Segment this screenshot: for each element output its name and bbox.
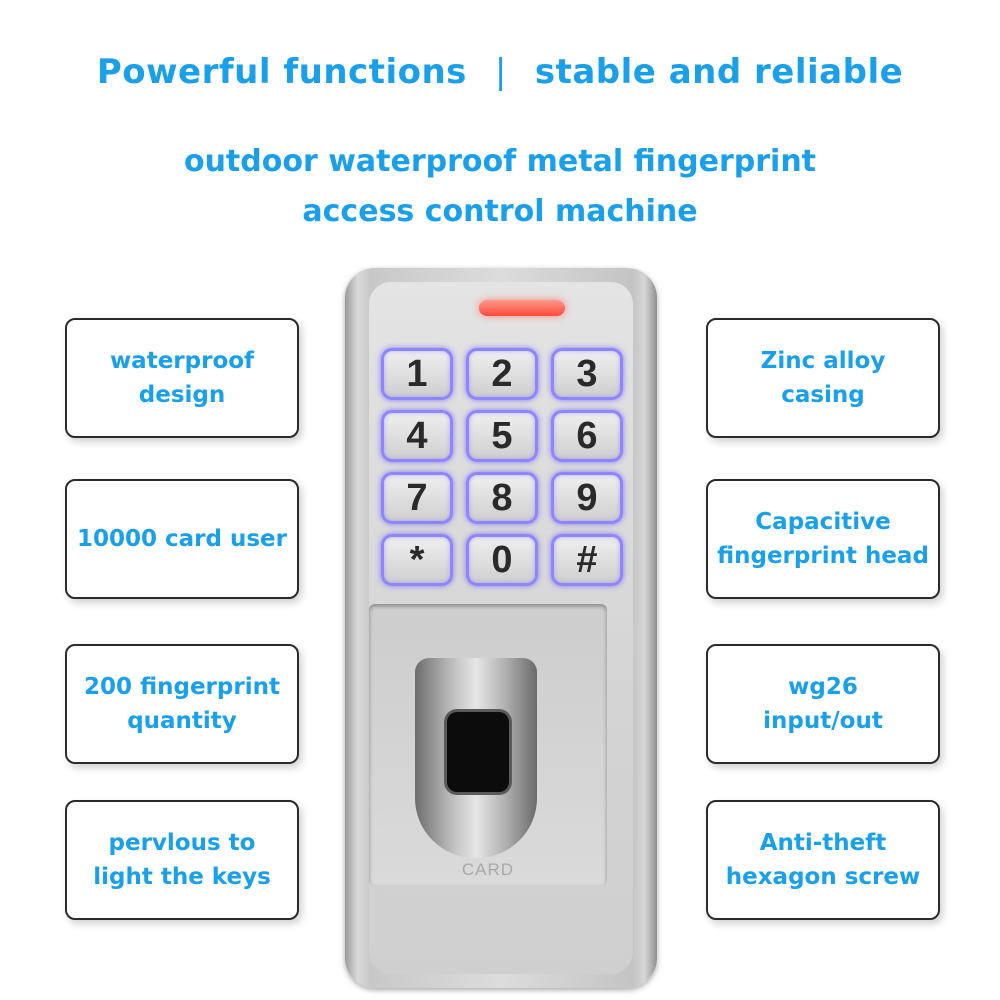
key-4[interactable]: 4 xyxy=(381,410,453,462)
feature-text: waterproof design xyxy=(109,348,255,408)
headline-right: stable and reliable xyxy=(534,52,904,92)
key-label: 0 xyxy=(491,539,513,581)
feature-card-capacitive-head: Capacitive fingerprint head xyxy=(706,479,940,599)
subtitle-line-2: access control machine xyxy=(302,194,698,229)
key-label: 3 xyxy=(576,353,598,395)
key-label: # xyxy=(576,539,598,581)
key-5[interactable]: 5 xyxy=(466,410,538,462)
feature-card-zinc-alloy: Zinc alloy casing xyxy=(706,318,940,438)
feature-text: Anti-theft hexagon screw xyxy=(725,830,921,890)
key-label: 9 xyxy=(576,477,598,519)
fingerprint-window xyxy=(447,712,509,792)
key-star[interactable]: * xyxy=(381,534,453,586)
feature-card-wg26: wg26 input/out xyxy=(706,644,940,764)
headline: Powerful functions | stable and reliable xyxy=(0,52,1000,92)
key-label: 6 xyxy=(576,415,598,457)
key-label: * xyxy=(409,539,425,581)
headline-separator: | xyxy=(494,52,507,92)
key-label: 4 xyxy=(406,415,428,457)
key-2[interactable]: 2 xyxy=(466,348,538,400)
key-8[interactable]: 8 xyxy=(466,472,538,524)
key-label: 5 xyxy=(491,415,513,457)
subtitle-line-1: outdoor waterproof metal fingerprint xyxy=(183,144,817,179)
card-label: CARD xyxy=(461,860,515,879)
key-6[interactable]: 6 xyxy=(551,410,623,462)
feature-text: wg26 input/out xyxy=(763,674,883,734)
access-control-device: 1 2 3 4 5 6 7 8 9 * 0 # CARD xyxy=(345,268,657,988)
feature-text: 200 fingerprint quantity xyxy=(84,674,280,734)
fingerprint-sensor[interactable] xyxy=(415,658,537,858)
feature-card-anti-theft: Anti-theft hexagon screw xyxy=(706,800,940,920)
feature-card-card-users: 10000 card user xyxy=(65,479,299,599)
key-label: 8 xyxy=(491,477,513,519)
status-led xyxy=(479,300,565,316)
key-1[interactable]: 1 xyxy=(381,348,453,400)
key-9[interactable]: 9 xyxy=(551,472,623,524)
headline-left: Powerful functions xyxy=(96,52,467,92)
key-0[interactable]: 0 xyxy=(466,534,538,586)
key-7[interactable]: 7 xyxy=(381,472,453,524)
feature-text: 10000 card user xyxy=(77,526,287,552)
key-label: 2 xyxy=(491,353,513,395)
key-hash[interactable]: # xyxy=(551,534,623,586)
feature-text: Zinc alloy casing xyxy=(760,348,886,408)
feature-card-fingerprint-quantity: 200 fingerprint quantity xyxy=(65,644,299,764)
card-reader-area[interactable]: CARD xyxy=(369,604,607,886)
feature-text: pervlous to light the keys xyxy=(93,830,271,890)
key-3[interactable]: 3 xyxy=(551,348,623,400)
key-label: 7 xyxy=(406,477,428,519)
feature-card-waterproof: waterproof design xyxy=(65,318,299,438)
feature-text: Capacitive fingerprint head xyxy=(717,509,929,569)
key-label: 1 xyxy=(406,353,428,395)
feature-card-backlit-keys: pervlous to light the keys xyxy=(65,800,299,920)
